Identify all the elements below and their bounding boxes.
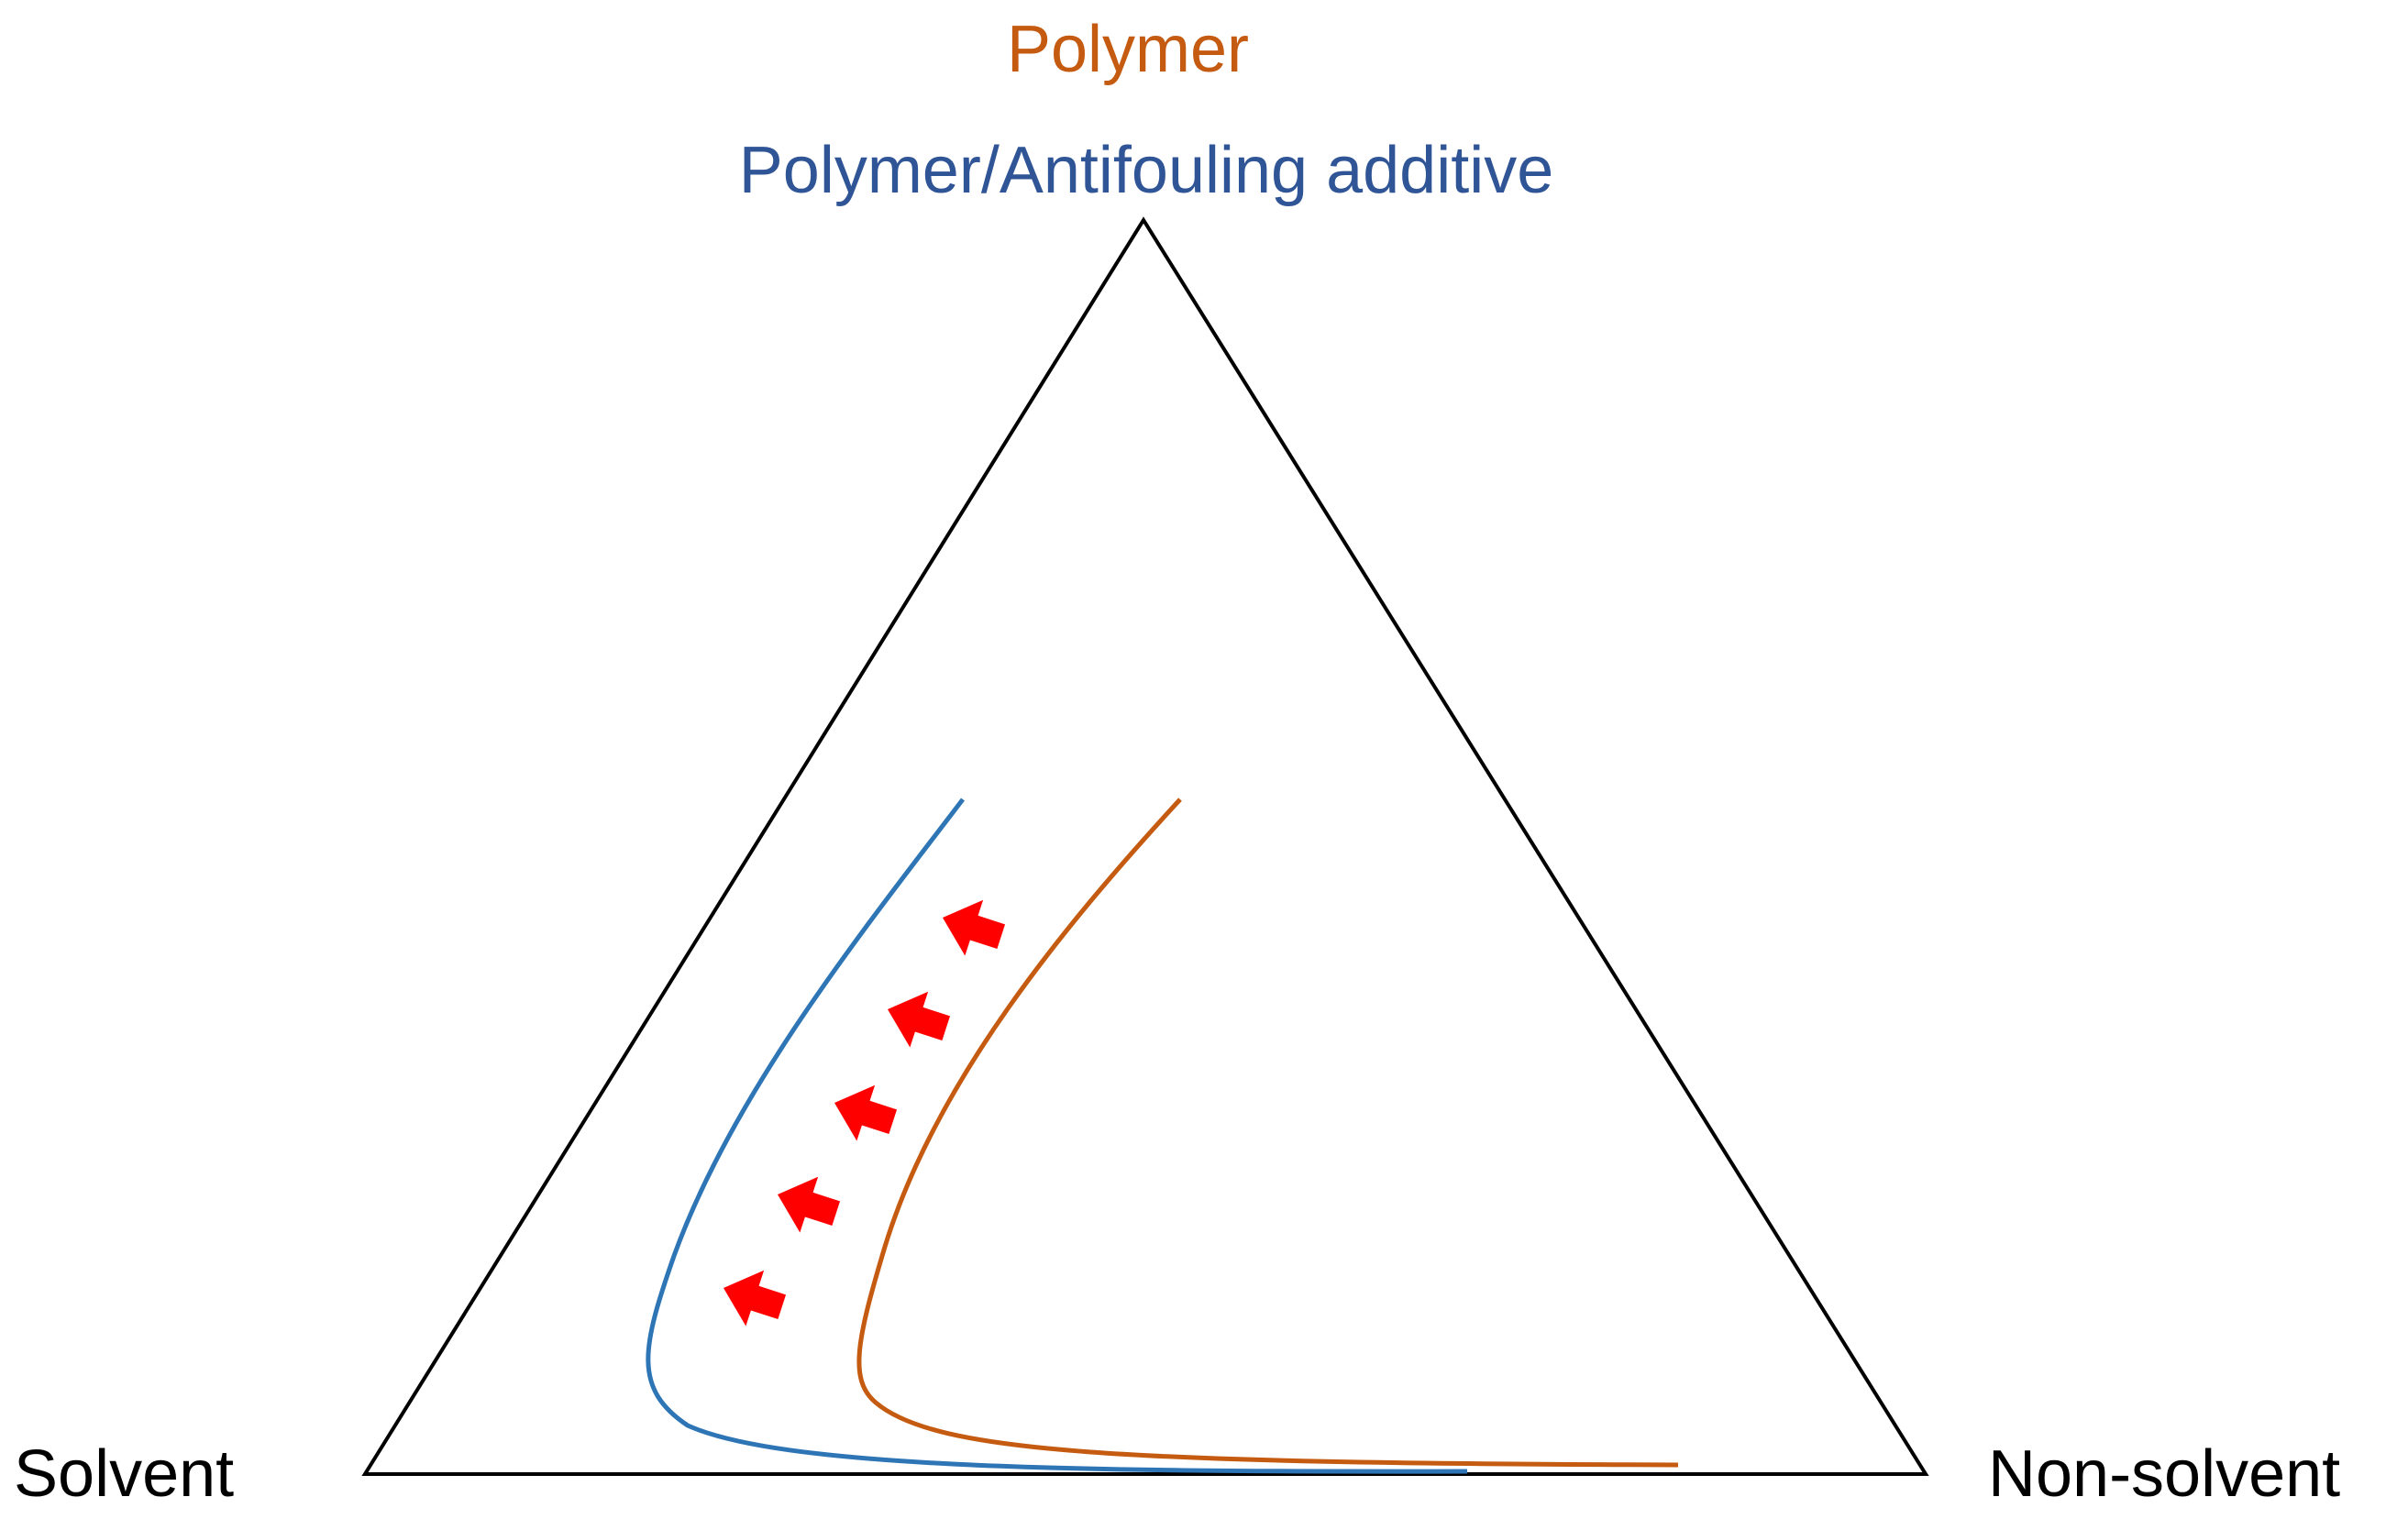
polymer-antifouling-additive-label: Polymer/Antifouling additive	[739, 134, 1553, 207]
non-solvent-label: Non-solvent	[1988, 1437, 2340, 1511]
red-block-arrow-icon	[834, 1084, 898, 1141]
red-block-arrow-icon	[888, 991, 951, 1048]
polymer-label: Polymer	[1007, 13, 1249, 86]
solvent-label: Solvent	[14, 1437, 234, 1511]
ternary-triangle	[361, 216, 1929, 1476]
red-block-arrow-icon	[778, 1176, 841, 1233]
binodal-curve-polymer	[856, 798, 1679, 1468]
binodal-curve-polymer-additive	[646, 798, 1468, 1474]
red-block-arrow-icon	[943, 899, 1006, 956]
red-block-arrow-icon	[724, 1270, 787, 1326]
shift-arrows	[724, 899, 1006, 1326]
